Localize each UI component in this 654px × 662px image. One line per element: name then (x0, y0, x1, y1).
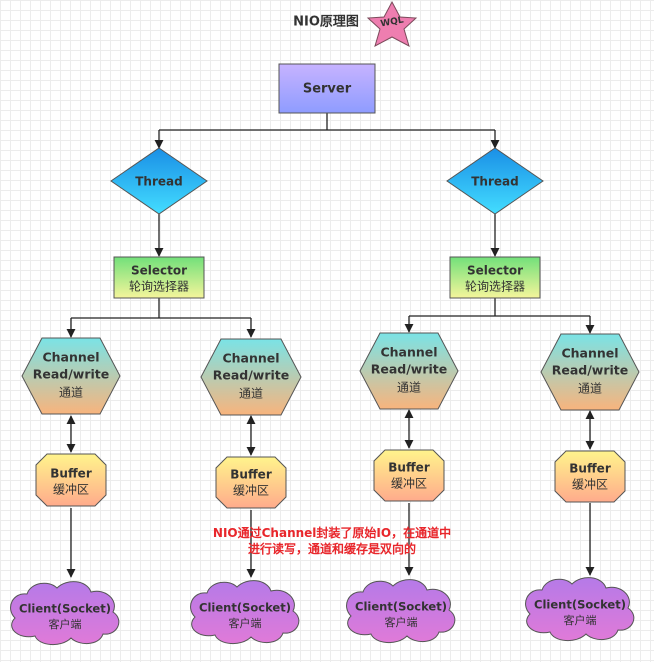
buffer-sublabel: 缓冲区 (391, 476, 427, 491)
edges (66, 113, 595, 578)
selector-sublabel: 轮询选择器 (465, 280, 525, 294)
buffer-node-2: Buffer 缓冲区 (215, 456, 287, 509)
client-node-3: Client(Socket) 客户端 (346, 579, 456, 643)
buffer-sublabel: 缓冲区 (572, 477, 608, 492)
annotation-line-2: 进行读写，通道和缓存是双向的 (248, 541, 416, 556)
channel-node-2: Channel Read/write 通道 (200, 338, 302, 416)
channel-label: Channel (42, 350, 99, 365)
channel-node-3: Channel Read/write 通道 (359, 332, 459, 410)
client-label: Client(Socket) (534, 598, 626, 612)
client-sublabel: 客户端 (229, 616, 262, 630)
channel-label: Channel (380, 345, 437, 360)
client-node-2: Client(Socket) 客户端 (190, 580, 300, 644)
selector-node-left: Selector 轮询选择器 (113, 256, 205, 299)
channel-node-4: Channel Read/write 通道 (540, 333, 640, 411)
channel-sublabel: 通道 (239, 387, 263, 401)
client-label: Client(Socket) (19, 602, 111, 616)
server-node: Server (278, 63, 376, 114)
thread-node-right: Thread (446, 147, 544, 215)
star-icon: WQL (366, 0, 418, 47)
selector-node-right: Selector 轮询选择器 (449, 256, 541, 299)
selector-label: Selector (131, 264, 187, 278)
client-label: Client(Socket) (355, 600, 447, 614)
buffer-label: Buffer (569, 462, 611, 476)
selector-label: Selector (467, 264, 523, 278)
buffer-sublabel: 缓冲区 (53, 482, 89, 497)
annotation-note: NIO通过Channel封装了原始IO，在通道中 进行读写，通道和缓存是双向的 (213, 525, 451, 556)
client-label: Client(Socket) (199, 601, 291, 615)
client-sublabel: 客户端 (564, 613, 597, 627)
channel-node-1: Channel Read/write 通道 (21, 337, 121, 415)
thread-label: Thread (471, 175, 518, 189)
channel-mode: Read/write (33, 367, 110, 382)
channel-sublabel: 通道 (578, 382, 602, 396)
client-node-4: Client(Socket) 客户端 (525, 577, 635, 641)
buffer-label: Buffer (230, 468, 272, 482)
client-node-1: Client(Socket) 客户端 (10, 581, 120, 645)
diagram-title: NIO原理图 (293, 15, 359, 30)
annotation-line-1: NIO通过Channel封装了原始IO，在通道中 (213, 525, 451, 540)
buffer-node-1: Buffer 缓冲区 (35, 453, 107, 507)
buffer-label: Buffer (50, 467, 92, 481)
channel-mode: Read/write (371, 362, 448, 377)
channel-mode: Read/write (213, 368, 290, 383)
buffer-sublabel: 缓冲区 (233, 483, 269, 498)
channel-label: Channel (561, 346, 618, 361)
selector-sublabel: 轮询选择器 (129, 280, 189, 294)
client-sublabel: 客户端 (385, 615, 418, 629)
thread-label: Thread (135, 175, 182, 189)
buffer-label: Buffer (388, 461, 430, 475)
star-watermark: WQL (380, 15, 405, 29)
channel-sublabel: 通道 (59, 386, 83, 400)
channel-sublabel: 通道 (397, 381, 421, 395)
buffer-node-3: Buffer 缓冲区 (373, 449, 445, 502)
buffer-node-4: Buffer 缓冲区 (554, 450, 626, 503)
channel-mode: Read/write (552, 363, 629, 378)
server-label: Server (303, 82, 352, 97)
client-sublabel: 客户端 (49, 617, 82, 631)
channel-label: Channel (222, 351, 279, 366)
thread-node-left: Thread (110, 147, 208, 215)
